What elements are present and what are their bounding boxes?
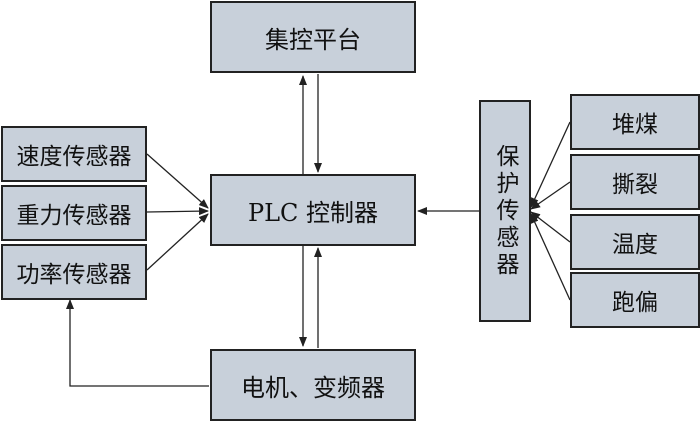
temperature-label: 温度: [612, 232, 658, 258]
plc-controller-box: PLC 控制器: [210, 174, 416, 246]
power-sensor-label: 功率传感器: [16, 262, 132, 288]
platform-label: 集控平台: [265, 25, 361, 54]
speed-sensor-box: 速度传感器: [1, 126, 147, 182]
platform-box: 集控平台: [210, 1, 416, 73]
speed-sensor-label: 速度传感器: [16, 144, 132, 170]
temperature-box: 温度: [570, 214, 700, 270]
gravity-sensor-box: 重力传感器: [1, 185, 147, 241]
motor-label: 电机、变频器: [241, 373, 385, 402]
plc-label: PLC 控制器: [247, 198, 379, 227]
tear-box: 撕裂: [570, 154, 700, 210]
coal-pile-box: 堆煤: [570, 94, 700, 150]
protection-sensor-label: 保护传感器: [492, 143, 518, 279]
coal-pile-label: 堆煤: [612, 112, 658, 138]
motor-inverter-box: 电机、变频器: [210, 349, 416, 421]
gravity-sensor-label: 重力传感器: [16, 203, 132, 229]
deviation-label: 跑偏: [612, 290, 658, 316]
power-sensor-box: 功率传感器: [1, 244, 147, 300]
protection-sensor-box: 保护传感器: [479, 100, 531, 322]
deviation-box: 跑偏: [570, 272, 700, 328]
tear-label: 撕裂: [612, 172, 658, 198]
